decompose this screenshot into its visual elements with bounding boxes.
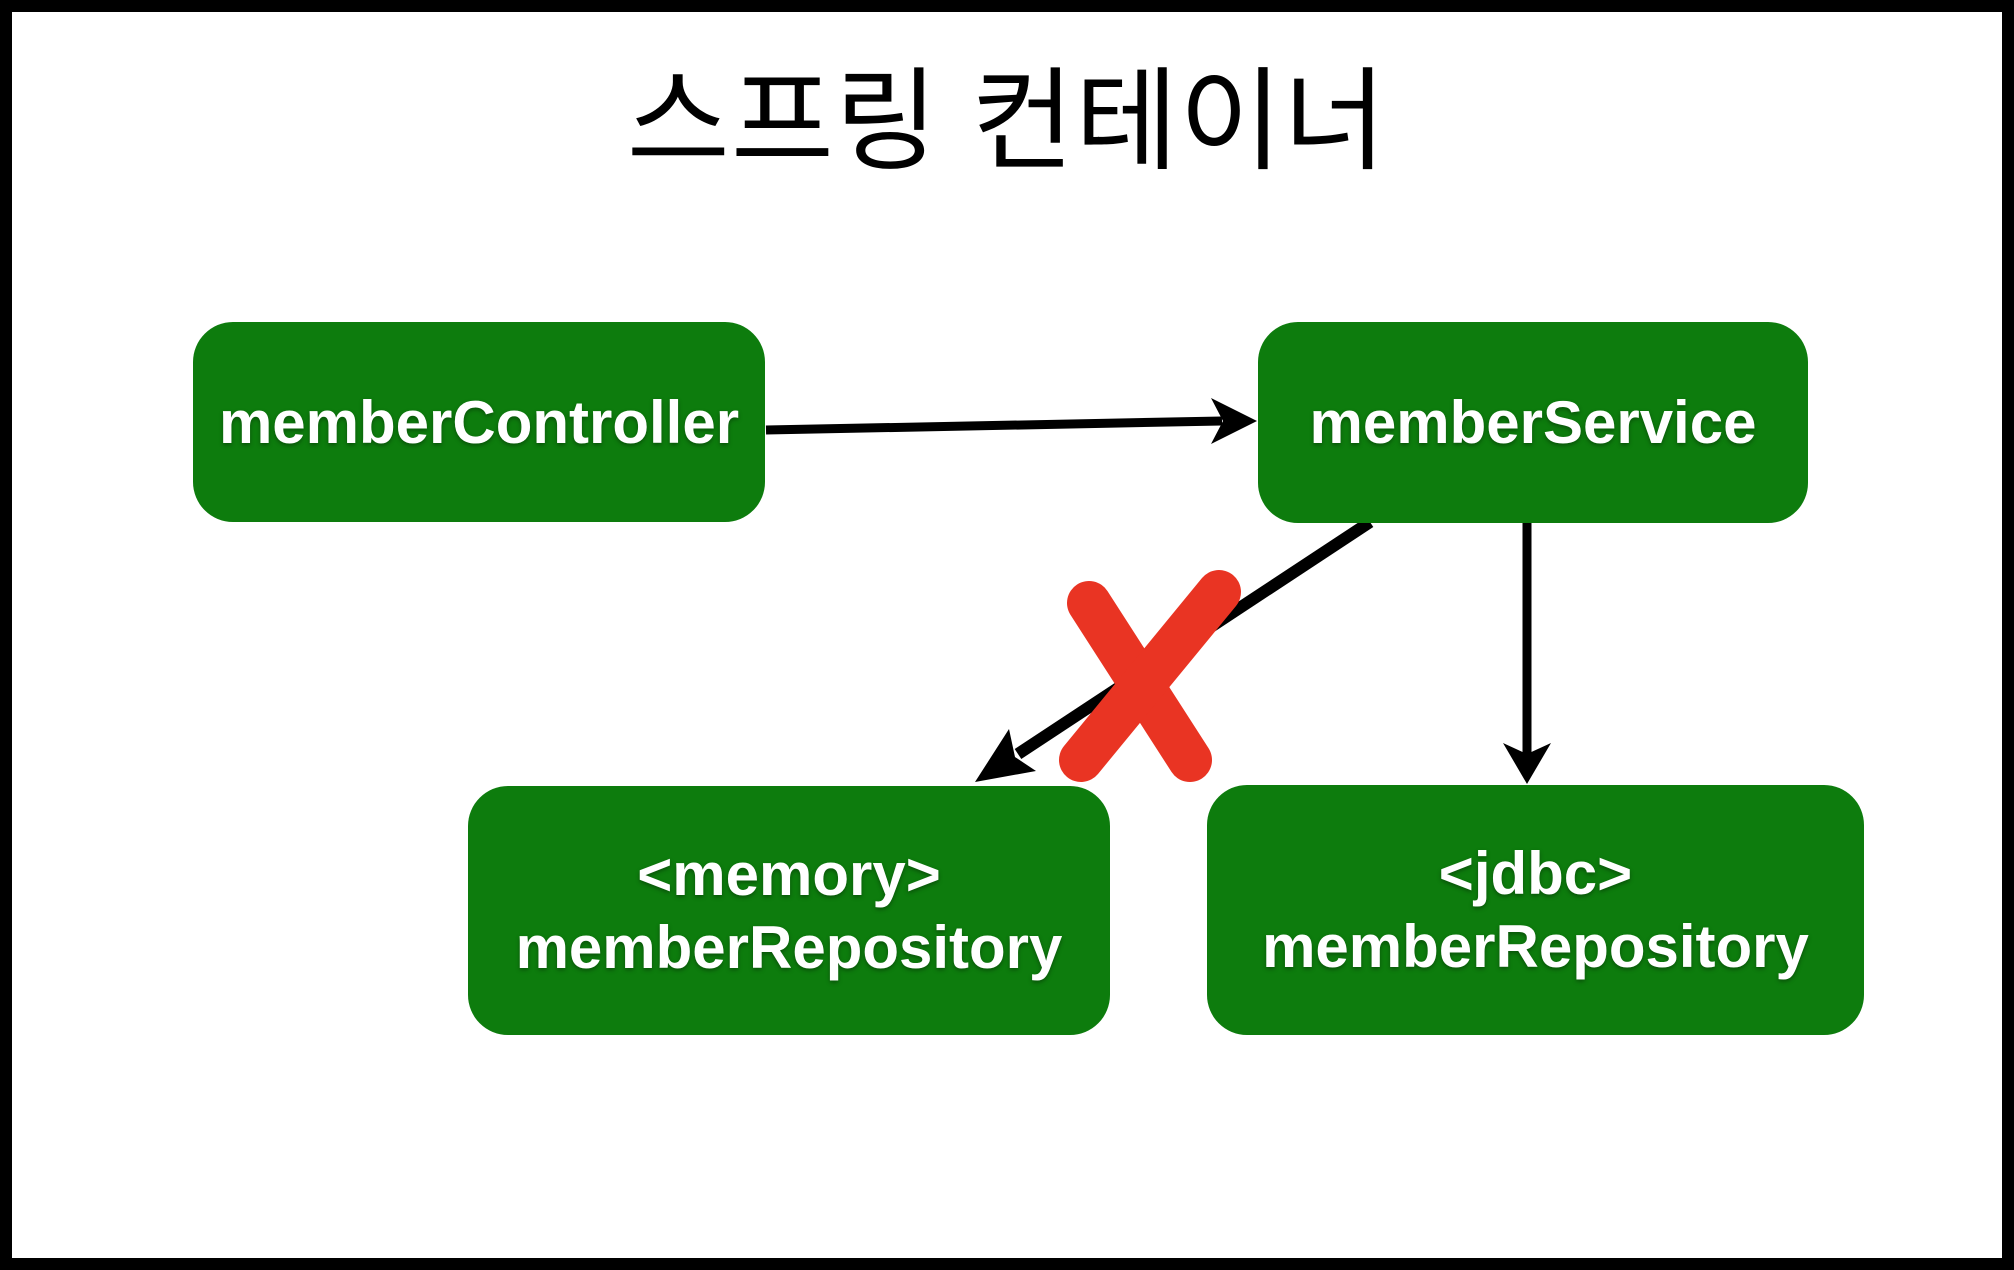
node-jdbc-repository-type-label: <jdbc> <box>1438 840 1633 907</box>
node-member-service: memberService <box>1258 322 1808 523</box>
node-member-controller-label: memberController <box>218 388 740 456</box>
node-memory-repository-type-label: <memory> <box>637 840 941 908</box>
arrow-service-to-memory-repository <box>975 516 1374 782</box>
arrow-service-to-jdbc-repository <box>1503 523 1551 784</box>
node-memory-repository-name-label: memberRepository <box>515 913 1063 981</box>
node-jdbc-repository-name-label: memberRepository <box>1262 913 1809 980</box>
node-memory-member-repository: <memory> memberRepository <box>468 786 1110 1035</box>
diagram-title: 스프링 컨테이너 <box>626 59 1388 184</box>
node-member-service-label: memberService <box>1309 389 1757 456</box>
node-member-controller: memberController <box>193 322 765 522</box>
red-x-mark-icon <box>1059 570 1241 782</box>
arrow-controller-to-service <box>765 398 1257 444</box>
node-jdbc-member-repository: <jdbc> memberRepository <box>1207 785 1864 1035</box>
